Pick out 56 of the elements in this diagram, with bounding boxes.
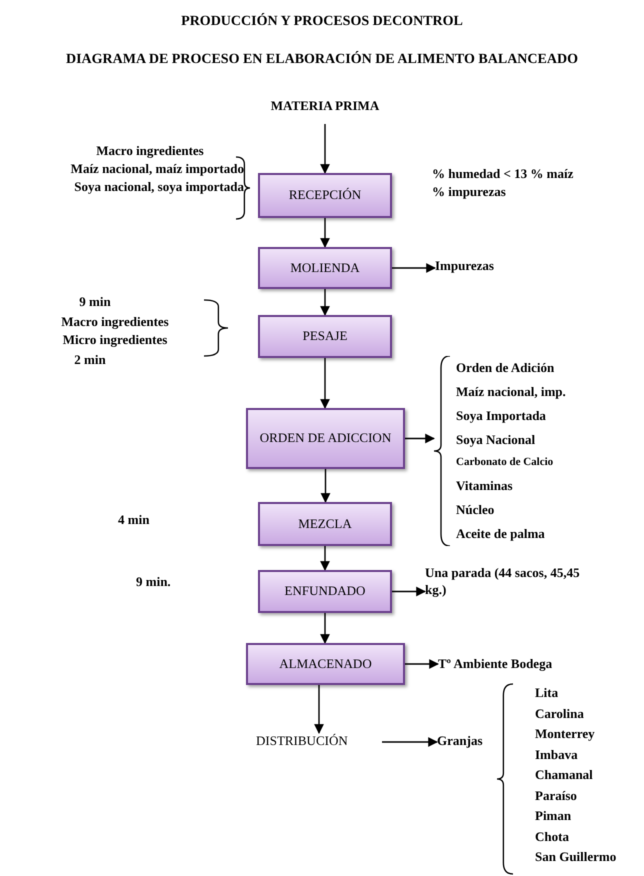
note-text: 2 min	[73, 352, 107, 368]
note-text: Chota	[535, 828, 570, 844]
node-text: DISTRIBUCIÓN	[256, 733, 348, 748]
process-box: MOLIENDA	[258, 247, 392, 289]
arrow	[392, 586, 426, 596]
note-text: Micro ingredientes	[62, 332, 168, 348]
note-text: Soya nacional, soya importada	[73, 179, 244, 195]
note-text: Maíz nacional, maíz importado	[70, 161, 244, 177]
list-item: Vitaminas	[456, 478, 514, 494]
list-item: Soya Nacional	[456, 432, 536, 448]
arrow	[320, 469, 330, 503]
arrow	[382, 737, 438, 747]
node-text: Una parada (44 sacos, 45,45 kg.)	[425, 565, 580, 597]
note-text: 9 min	[78, 294, 112, 310]
list-item: Orden de Adición	[456, 360, 556, 376]
note-text: % impurezas	[432, 184, 507, 200]
list-item: Aceite de palma	[456, 526, 546, 542]
process-box: ALMACENADO	[246, 643, 405, 685]
process-box: PESAJE	[258, 315, 392, 358]
subtitle: DIAGRAMA DE PROCESO EN ELABORACIÓN DE ALIMENTO BALANCEADO	[65, 52, 579, 69]
list-item: Maíz nacional, imp.	[456, 384, 566, 400]
list-item: Núcleo	[456, 502, 496, 518]
note-text: Chamanal	[535, 767, 594, 783]
process-box: MEZCLA	[258, 502, 392, 546]
arrow	[320, 613, 330, 644]
note-text: 9 min.	[136, 574, 172, 590]
node-text: MATERIA PRIMA	[270, 98, 380, 113]
note-text: San Guillermo	[535, 849, 618, 865]
note-text: 4 min	[118, 512, 150, 528]
title: PRODUCCIÓN Y PROCESOS DECONTROL	[180, 14, 464, 30]
process-box: RECEPCIÓN	[258, 173, 392, 218]
note-text: Piman	[535, 808, 572, 824]
note-text: Carolina	[535, 706, 585, 722]
note-text: Imbava	[535, 746, 579, 762]
arrow	[320, 358, 330, 409]
arrow	[392, 263, 436, 273]
list-item: Soya Importada	[456, 408, 547, 424]
note-text: Monterrey	[535, 726, 596, 742]
process-box: ORDEN DE ADICCION	[246, 408, 405, 469]
arrow	[405, 659, 439, 669]
note-text: Lita	[535, 685, 560, 701]
arrow	[320, 124, 330, 174]
arrow	[320, 546, 330, 571]
process-box: ENFUNDADO	[258, 570, 392, 613]
note-text: Macro ingredientes	[95, 143, 205, 159]
list-item: Carbonato de Calcio	[456, 456, 554, 470]
node-text: Granjas	[437, 733, 482, 748]
node-text: Impurezas	[435, 258, 494, 273]
arrow	[320, 289, 330, 316]
arrow	[314, 685, 324, 734]
arrow	[405, 434, 435, 444]
note-text: Macro ingredientes	[60, 314, 170, 330]
arrow	[320, 218, 330, 248]
node-text: Tº Ambiente Bodega	[438, 656, 552, 671]
note-text: Paraíso	[535, 788, 578, 804]
note-text: % humedad < 13 % maíz	[432, 166, 574, 182]
